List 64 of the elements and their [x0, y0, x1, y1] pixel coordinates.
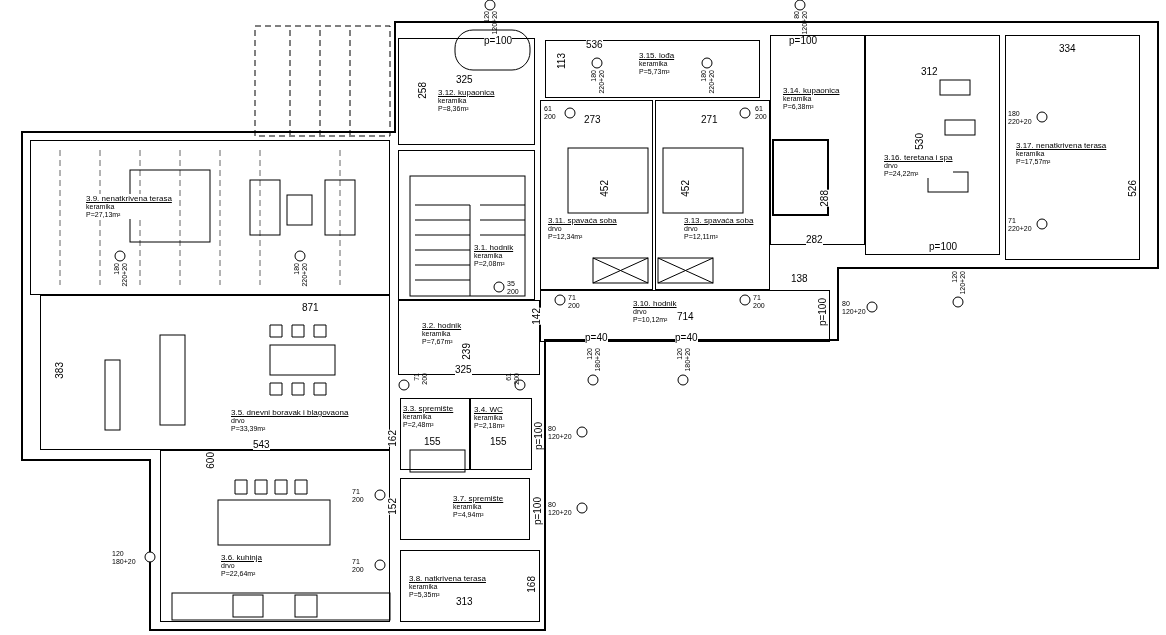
dimension-label: 312	[921, 67, 938, 77]
room-name: 3.9. nenatkrivena terasa	[86, 194, 172, 204]
dimension-label: 162	[388, 430, 398, 447]
dimension-label: p=40	[585, 333, 608, 343]
dimension-label: 271	[701, 115, 718, 125]
dimension-label: 273	[584, 115, 601, 125]
dimension-label: 142	[532, 308, 542, 325]
dimension-label: 530	[915, 133, 925, 150]
dimension-label: p=100	[533, 497, 543, 526]
dimension-label: 155	[490, 437, 507, 447]
room-outline	[540, 100, 653, 290]
dimension-label: 282	[806, 235, 823, 245]
room-name: 3.10. hodnik	[633, 299, 677, 309]
dimension-label: 138	[791, 274, 808, 284]
dimension-label: 288	[820, 190, 830, 207]
dimension-label: 452	[600, 180, 610, 197]
room-outline	[1005, 35, 1140, 260]
dimension-label: 600	[206, 452, 216, 469]
dimension-label: p=40	[675, 333, 698, 343]
dimension-label: 258	[418, 82, 428, 99]
room-outline	[400, 478, 530, 540]
room-name: 3.14. kupaonica	[783, 86, 840, 96]
room-name: 3.3. spremište	[403, 404, 454, 414]
room-outline	[160, 450, 390, 622]
room-name: 3.17. nenatkrivena terasa	[1016, 141, 1107, 151]
dimension-label: p=100	[534, 422, 544, 451]
room-outline	[30, 140, 390, 295]
room-name: 3.12. kupaonica	[438, 88, 495, 98]
room-outline	[470, 398, 532, 470]
dimension-label: 325	[455, 365, 472, 375]
dimension-label: 536	[586, 40, 603, 50]
dimension-label: 543	[253, 440, 270, 450]
room-name: 3.11. spavaća soba	[548, 216, 617, 226]
room-outline	[400, 398, 470, 470]
room-name: 3.8. natkrivena terasa	[409, 574, 486, 584]
dimension-label: p=100	[484, 36, 513, 46]
dimension-label: 452	[681, 180, 691, 197]
dimension-label: p=100	[929, 242, 958, 252]
dimension-label: 383	[55, 362, 65, 379]
dimension-label: 714	[677, 312, 694, 322]
room-outline	[40, 295, 390, 450]
room-name: 3.6. kuhinja	[221, 553, 262, 563]
room-name: 3.2. hodnik	[422, 321, 462, 331]
room-outline	[400, 550, 540, 622]
room-name: 3.4. WC	[474, 405, 505, 415]
room-name: 3.16. teretana i spa	[884, 153, 953, 163]
dimension-label: 871	[302, 303, 319, 313]
dimension-label: 168	[527, 576, 537, 593]
dimension-label: 152	[388, 498, 398, 515]
room-name: 3.13. spavaća soba	[684, 216, 754, 226]
dimension-label: p=100	[818, 298, 828, 327]
dimension-label: 113	[557, 53, 567, 69]
room-name: 3.1. hodnik	[474, 243, 514, 253]
room-outline	[398, 150, 535, 300]
room-name: 3.5. dnevni boravak i blagovaona	[231, 408, 349, 418]
dimension-label: 325	[456, 75, 473, 85]
dimension-label: 239	[462, 343, 472, 360]
dimension-label: p=100	[789, 36, 818, 46]
room-name: 3.15. lođa	[639, 51, 675, 61]
room-outline	[655, 100, 770, 290]
dimension-label: 155	[424, 437, 441, 447]
dimension-label: 526	[1128, 180, 1138, 197]
dimension-label: 334	[1059, 44, 1076, 54]
room-name: 3.7. spremište	[453, 494, 504, 504]
